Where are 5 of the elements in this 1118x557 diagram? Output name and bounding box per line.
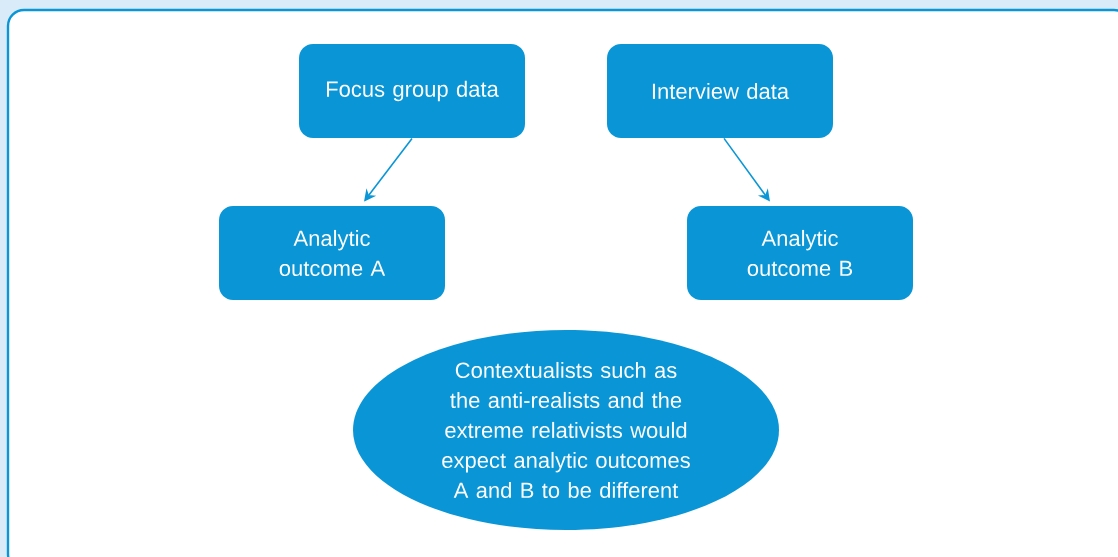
process-box: Analytic outcome B [687, 206, 913, 300]
process-box: Focus group data [299, 44, 525, 138]
process-box: Interview data [607, 44, 833, 138]
ellipse-note: Contextualists such as the anti-realists and the extreme relativists would expect analytic outcomes A and B to be different [353, 330, 779, 530]
process-box: Analytic outcome A [219, 206, 445, 300]
